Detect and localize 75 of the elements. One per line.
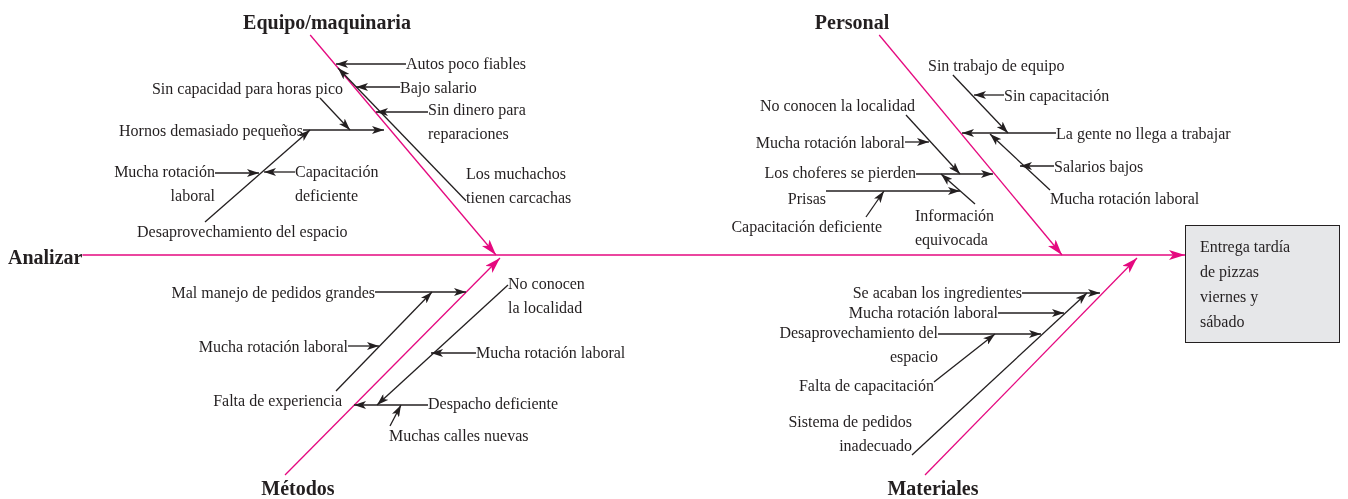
effect-box: Entrega tardía de pizzas viernes y sábado [1185,225,1340,343]
cause-arrow [335,291,433,392]
cause-label: Falta de capacitación [798,376,934,395]
cause-label: Sin dinero para reparaciones [428,98,546,146]
bone-arrow [924,257,1138,476]
cause-arrow [389,404,402,427]
cause-arrow [335,60,407,68]
cause-label: Sin trabajo de equipo [928,56,1065,75]
cause-label: Mucha rotación laboral [476,343,626,362]
cause-label: Mucha rotación laboral [755,133,905,152]
cause-arrow [940,173,976,205]
spine-arrow [81,250,1186,260]
cause-arrow [204,129,311,223]
cause-arrow [355,83,401,91]
bone-arrow [309,34,497,256]
cause-label: Bajo salario [400,78,477,97]
cause-arrow [989,133,1051,191]
cause-label: Mucha rotación laboral [100,160,215,208]
cause-label: Capacitación deficiente [295,160,395,208]
cause-label: Sistema de pedidos inadecuado [767,410,912,458]
cause-label: Sin capacidad para horas pico [151,79,343,98]
cause-label: Muchas calles nuevas [389,426,529,445]
cause-arrow [374,288,467,296]
cause-label: Desaprovechamiento del espacio [137,222,348,241]
cause-arrow [952,74,1009,134]
cause-label: No conocen la localidad [508,272,598,320]
cause-label: No conocen la localidad [759,96,915,115]
cause-label: Falta de experiencia [213,391,342,410]
cause-arrow [375,108,429,116]
cause-arrow [997,309,1065,317]
cause-label: Hornos demasiado pequeños [119,121,303,140]
cause-arrow [1019,162,1055,170]
cause-arrow [825,187,961,195]
cause-arrow [865,190,885,218]
cause-arrow [302,126,385,134]
cause-arrow [319,97,351,131]
category-heading: Materiales [887,475,979,499]
cause-label: Despacho deficiente [428,394,559,413]
cause-label: Información equivocada [915,204,1015,252]
category-heading: Personal [814,9,890,35]
cause-label: Mucha rotación laboral [1050,189,1200,208]
cause-arrow [347,342,380,350]
cause-arrow [263,168,296,176]
cause-arrow [214,169,260,177]
cause-label: Se acaban los ingredientes [852,283,1022,302]
cause-label: Los muchachos tienen carcachas [466,162,596,210]
cause-label: Los choferes se pierden [764,163,916,182]
cause-arrow [915,170,994,178]
cause-arrow [937,330,1042,338]
cause-label: Capacitación deficiente [731,217,882,236]
cause-label: Sin capacitación [1004,86,1110,105]
category-heading: Métodos [261,475,335,499]
cause-label: Salarios bajos [1054,157,1144,176]
cause-arrow [961,129,1057,137]
category-heading: Equipo/maquinaria [243,9,411,35]
cause-arrow [905,114,961,175]
cause-arrow [911,292,1088,456]
cause-label: Desaprovechamiento del espacio [778,321,938,369]
bone-arrow [284,257,501,476]
cause-label: Mucha rotación laboral [848,303,998,322]
cause-arrow [904,138,930,146]
category-heading: Analizar [8,244,83,270]
cause-label: La gente no llega a trabajar [1056,124,1231,143]
cause-arrow [430,349,477,357]
cause-arrow [1021,289,1101,297]
cause-arrow [376,284,509,406]
cause-label: Prisas [787,189,826,208]
cause-label: Autos poco fiables [406,54,526,73]
bone-arrow [878,34,1063,256]
cause-label: Mucha rotación laboral [198,337,348,356]
cause-arrow [337,67,467,202]
cause-arrow [353,401,429,409]
cause-arrow [933,333,996,383]
cause-label: Mal manejo de pedidos grandes [171,283,375,302]
cause-arrow [973,91,1005,99]
